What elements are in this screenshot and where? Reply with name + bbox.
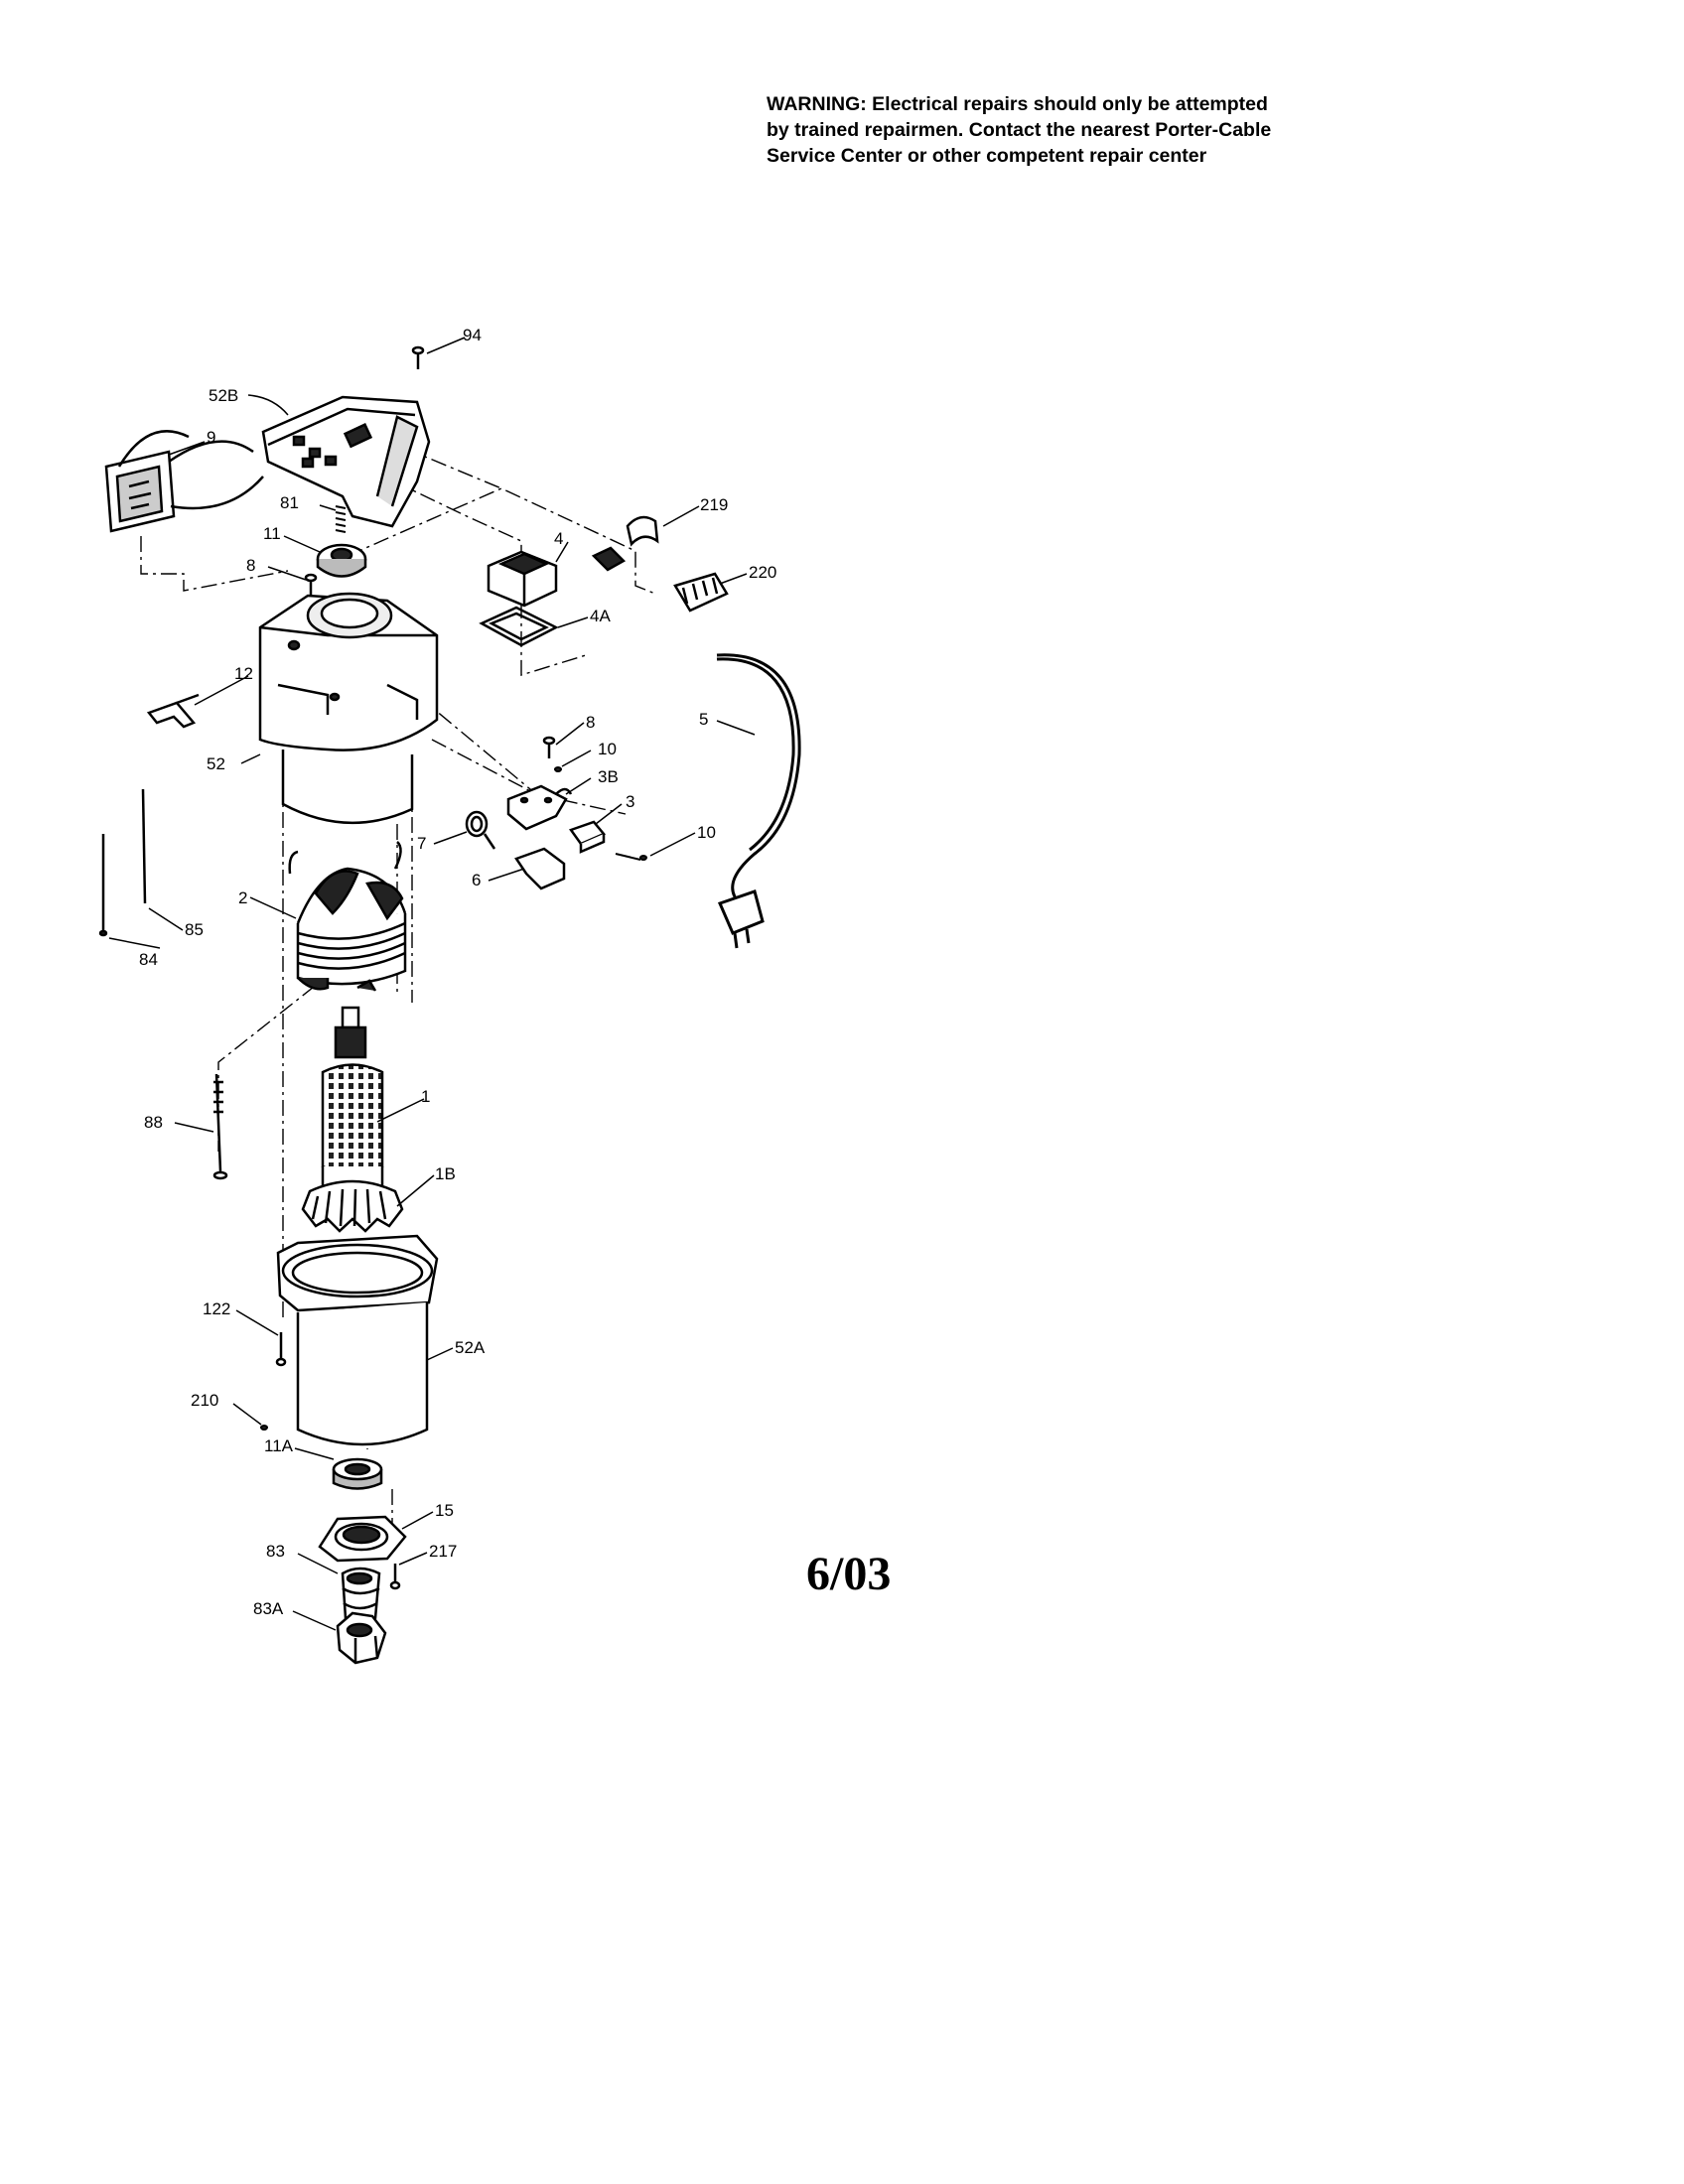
label-3B: 3B bbox=[598, 767, 619, 786]
label-94: 94 bbox=[463, 326, 482, 344]
screw-10 bbox=[554, 766, 647, 861]
bearing-retainer-15 bbox=[318, 1515, 407, 1563]
lower-housing bbox=[276, 1234, 439, 1446]
label-83: 83 bbox=[266, 1542, 285, 1561]
lever-12 bbox=[146, 693, 200, 729]
cord-clamp-219 bbox=[626, 515, 659, 547]
screw-94 bbox=[411, 345, 425, 369]
label-15: 15 bbox=[435, 1501, 454, 1520]
label-8b: 8 bbox=[586, 713, 595, 732]
field-coil bbox=[288, 841, 407, 992]
screw-217 bbox=[389, 1564, 401, 1590]
label-84: 84 bbox=[139, 950, 158, 969]
label-12: 12 bbox=[234, 664, 253, 683]
label-11A: 11A bbox=[264, 1436, 294, 1455]
date-code: 6/03 bbox=[806, 1548, 892, 1600]
brush-clip-6 bbox=[514, 847, 566, 890]
armature bbox=[321, 1006, 384, 1188]
brush-holder bbox=[506, 784, 573, 831]
label-8a: 8 bbox=[246, 556, 255, 575]
label-83A: 83A bbox=[253, 1599, 284, 1618]
label-5: 5 bbox=[699, 710, 708, 729]
label-85: 85 bbox=[185, 920, 204, 939]
screw-122 bbox=[275, 1332, 287, 1367]
label-6: 6 bbox=[472, 871, 481, 889]
label-219: 219 bbox=[700, 495, 728, 514]
label-11: 11 bbox=[263, 524, 281, 543]
warning-line-3: Service Center or other competent repair… bbox=[767, 145, 1207, 167]
warning-line-1: WARNING: Electrical repairs should only … bbox=[767, 93, 1268, 115]
leader-lines bbox=[108, 337, 756, 1631]
label-1B: 1B bbox=[435, 1164, 456, 1183]
screw-210 bbox=[260, 1425, 268, 1431]
tie-rod-84 bbox=[98, 834, 108, 937]
label-2: 2 bbox=[238, 888, 247, 907]
strain-relief bbox=[591, 546, 729, 613]
label-81: 81 bbox=[280, 493, 299, 512]
label-88: 88 bbox=[144, 1113, 163, 1132]
label-210: 210 bbox=[191, 1391, 218, 1410]
screw-8b bbox=[542, 736, 556, 758]
collet-nut-83A bbox=[336, 1611, 387, 1665]
label-52B: 52B bbox=[209, 386, 238, 405]
switch-4 bbox=[487, 550, 558, 608]
part-labels: 52B 94 9 81 11 8 219 220 4 4A 12 52 5 8 … bbox=[139, 326, 776, 1618]
label-4A: 4A bbox=[590, 607, 611, 625]
label-52A: 52A bbox=[455, 1338, 486, 1357]
screw-8a bbox=[304, 573, 318, 596]
label-4: 4 bbox=[554, 529, 563, 548]
spring-81 bbox=[335, 505, 347, 533]
long-screw-88 bbox=[212, 1073, 228, 1180]
fan-1B bbox=[301, 1179, 404, 1233]
seal-4A bbox=[479, 606, 559, 647]
brush-spring-7 bbox=[465, 810, 496, 850]
carbon-brush-3 bbox=[569, 820, 607, 854]
bearing-11 bbox=[316, 543, 367, 578]
warning-line-2: by trained repairmen. Contact the neares… bbox=[767, 119, 1272, 141]
label-7: 7 bbox=[417, 834, 426, 853]
label-52: 52 bbox=[207, 754, 225, 773]
tie-rod-85 bbox=[141, 788, 147, 904]
power-cord bbox=[716, 653, 801, 949]
label-1: 1 bbox=[421, 1087, 430, 1106]
label-220: 220 bbox=[749, 563, 776, 582]
motor-housing bbox=[258, 592, 439, 824]
label-217: 217 bbox=[429, 1542, 457, 1561]
label-10b: 10 bbox=[697, 823, 716, 842]
label-9: 9 bbox=[207, 428, 215, 447]
label-10a: 10 bbox=[598, 740, 617, 758]
switch-plate bbox=[104, 430, 264, 533]
warning-notice: WARNING: Electrical repairs should only … bbox=[767, 91, 1382, 169]
label-122: 122 bbox=[203, 1299, 230, 1318]
label-3: 3 bbox=[626, 792, 634, 811]
top-cover bbox=[261, 395, 431, 528]
bearing-11A bbox=[332, 1457, 383, 1490]
